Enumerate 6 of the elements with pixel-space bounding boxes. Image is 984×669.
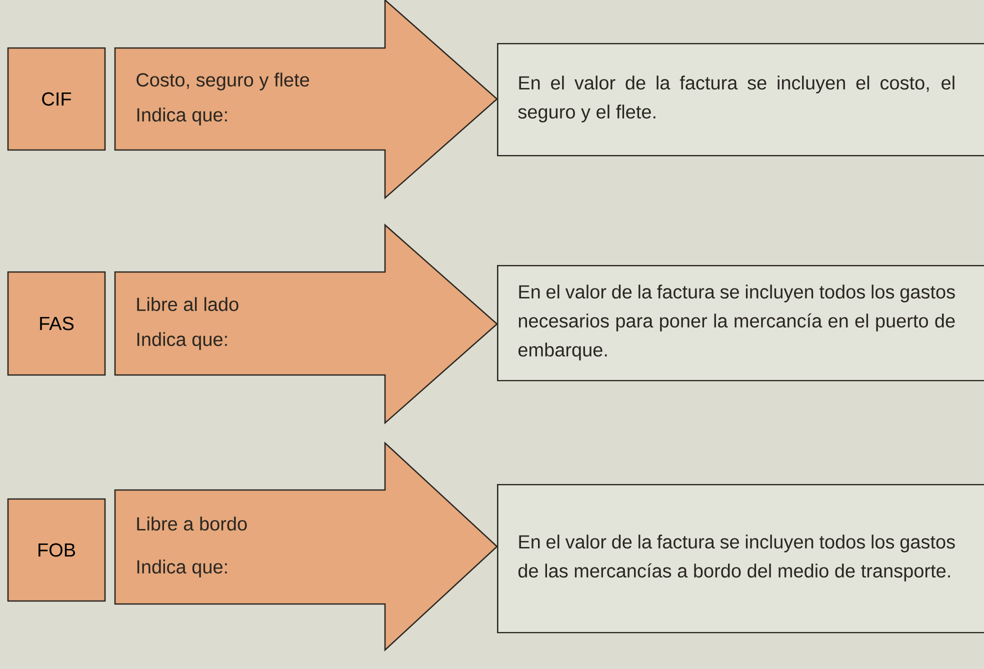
description-box: En el valor de la factura se incluyen todos los gastos de las mercancías a bordo del medio de transporte. bbox=[497, 484, 984, 634]
code-box: FOB bbox=[7, 498, 106, 602]
description-box: En el valor de la factura se incluyen el costo, el seguro y el flete. bbox=[497, 43, 984, 156]
code-box: FAS bbox=[7, 271, 106, 376]
code-box: CIF bbox=[7, 47, 106, 151]
description-box: En el valor de la factura se incluyen todos los gastos necesarios para poner la mercancía en el puerto de embarque. bbox=[497, 265, 984, 382]
